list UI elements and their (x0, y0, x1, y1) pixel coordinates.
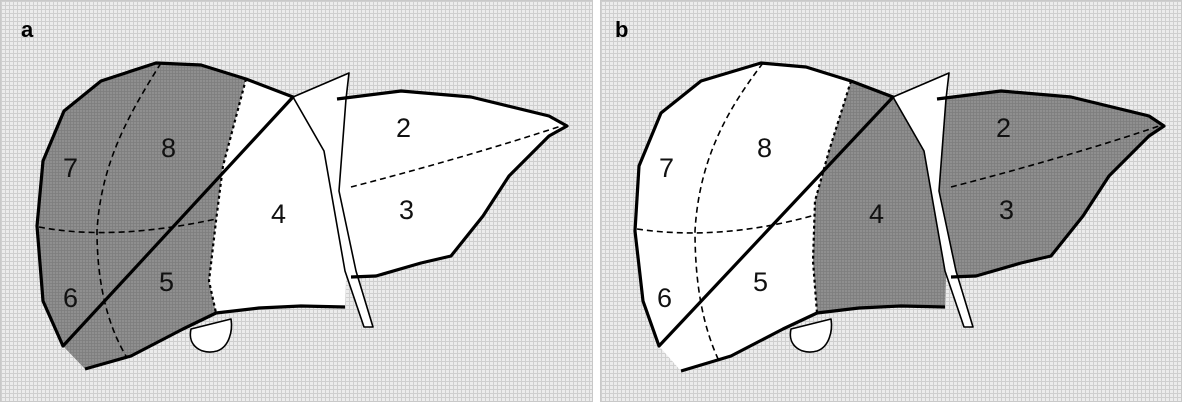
panel-b: b 2 3 4 5 6 7 8 (600, 0, 1182, 402)
panel-label-b: b (615, 17, 628, 42)
liver-diagram-a: a 2 3 4 5 6 7 8 (1, 1, 593, 402)
segment-label: 8 (757, 133, 772, 163)
panel-label-a: a (21, 17, 34, 42)
segment-label: 3 (399, 195, 414, 225)
segment-label: 7 (659, 153, 674, 183)
segment-label: 7 (63, 153, 78, 183)
segment-label: 2 (396, 113, 411, 143)
segment-label: 4 (869, 199, 884, 229)
segment-label: 6 (657, 283, 672, 313)
segment-label: 5 (753, 267, 768, 297)
liver-diagram-b: b 2 3 4 5 6 7 8 (601, 1, 1182, 402)
segment-label: 4 (271, 199, 286, 229)
segment-label: 8 (161, 133, 176, 163)
panel-a: a 2 3 4 5 6 7 8 (0, 0, 593, 402)
segment-label: 3 (999, 195, 1014, 225)
segment-label: 6 (63, 283, 78, 313)
segment-label: 2 (996, 113, 1011, 143)
segment-label: 5 (159, 267, 174, 297)
